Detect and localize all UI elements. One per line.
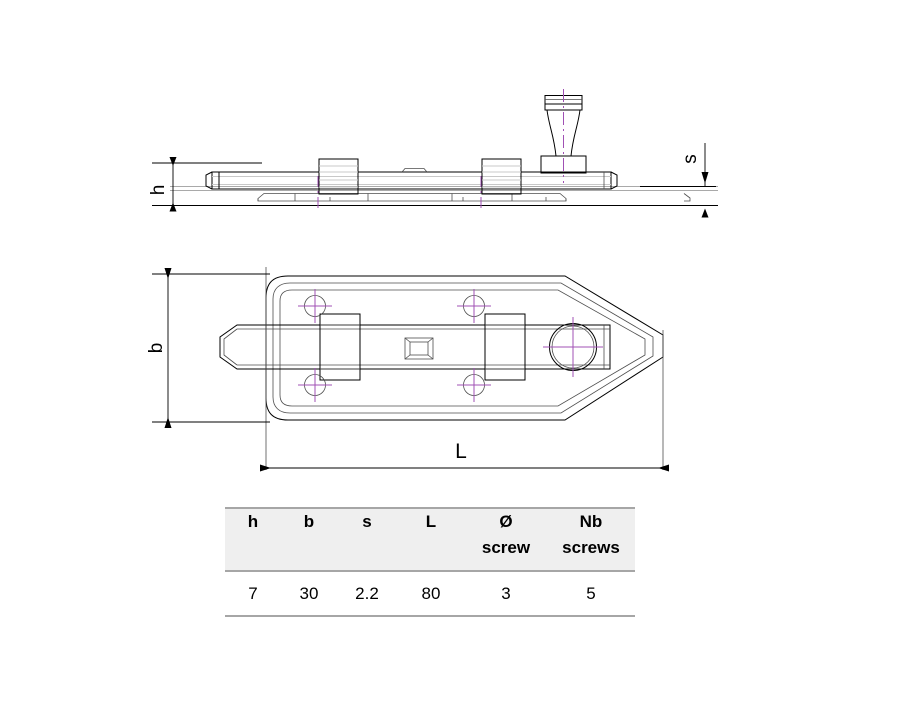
plan-top-view (152, 267, 669, 472)
dimension-label-b: b (146, 342, 167, 354)
dimension-L (260, 464, 669, 472)
dimension-s (640, 143, 716, 218)
plan-square-boss (404, 337, 434, 360)
table-header-l: L (397, 507, 465, 572)
dimension-label-s: s (680, 154, 701, 164)
plan-screw-hole-bottom-right (457, 368, 491, 402)
table-row: 7 30 2.2 80 3 5 (225, 571, 635, 617)
cell-screw-diameter: 3 (465, 571, 547, 617)
side-right-collar (481, 158, 522, 195)
dimension-label-h: h (148, 184, 169, 196)
side-knob-handle (540, 89, 587, 183)
table-header: h b s L Ø screw Nb screws (225, 507, 635, 572)
table-header-row: h b s L Ø screw Nb screws (225, 507, 635, 572)
cell-nb-screws: 5 (547, 571, 635, 617)
side-plate-right-taper (683, 193, 691, 202)
header-s-line1: s (362, 512, 372, 531)
dimension-b (152, 268, 270, 428)
cell-l: 80 (397, 571, 465, 617)
plan-screw-hole-top-right (457, 289, 491, 323)
table-body: 7 30 2.2 80 3 5 (225, 571, 635, 617)
side-square-boss (401, 168, 428, 173)
side-elevation-view (152, 89, 718, 218)
side-left-collar (318, 158, 359, 195)
table-header-s: s (337, 507, 397, 572)
side-bolt-bar (205, 171, 618, 190)
header-screw-dia-line2: screw (481, 538, 531, 558)
table-header-h: h (225, 507, 281, 572)
table-header-nb-screws: Nb screws (547, 507, 635, 572)
plan-bolt-bar (219, 324, 611, 370)
header-nb-screws-line2: screws (562, 538, 620, 558)
plan-screw-hole-top-left (298, 289, 332, 323)
dimension-label-L: L (455, 440, 467, 463)
table-header-screw-diameter: Ø screw (465, 507, 547, 572)
specification-table: h b s L Ø screw Nb screws (225, 507, 635, 617)
header-h-line1: h (247, 512, 259, 531)
cell-h: 7 (225, 571, 281, 617)
header-screw-dia-line1: Ø (499, 512, 513, 531)
cell-b: 30 (281, 571, 337, 617)
cell-s: 2.2 (337, 571, 397, 617)
table-header-b: b (281, 507, 337, 572)
header-nb-screws-line1: Nb (579, 512, 603, 531)
plan-left-collar (319, 313, 361, 381)
plan-screw-hole-bottom-left (298, 368, 332, 402)
plan-base-plate-outline (265, 275, 664, 421)
header-l-line1: L (425, 512, 437, 531)
header-b-line1: b (303, 512, 315, 531)
dimension-h (152, 157, 262, 212)
plan-large-hole (543, 317, 603, 377)
plan-right-collar (484, 313, 526, 381)
